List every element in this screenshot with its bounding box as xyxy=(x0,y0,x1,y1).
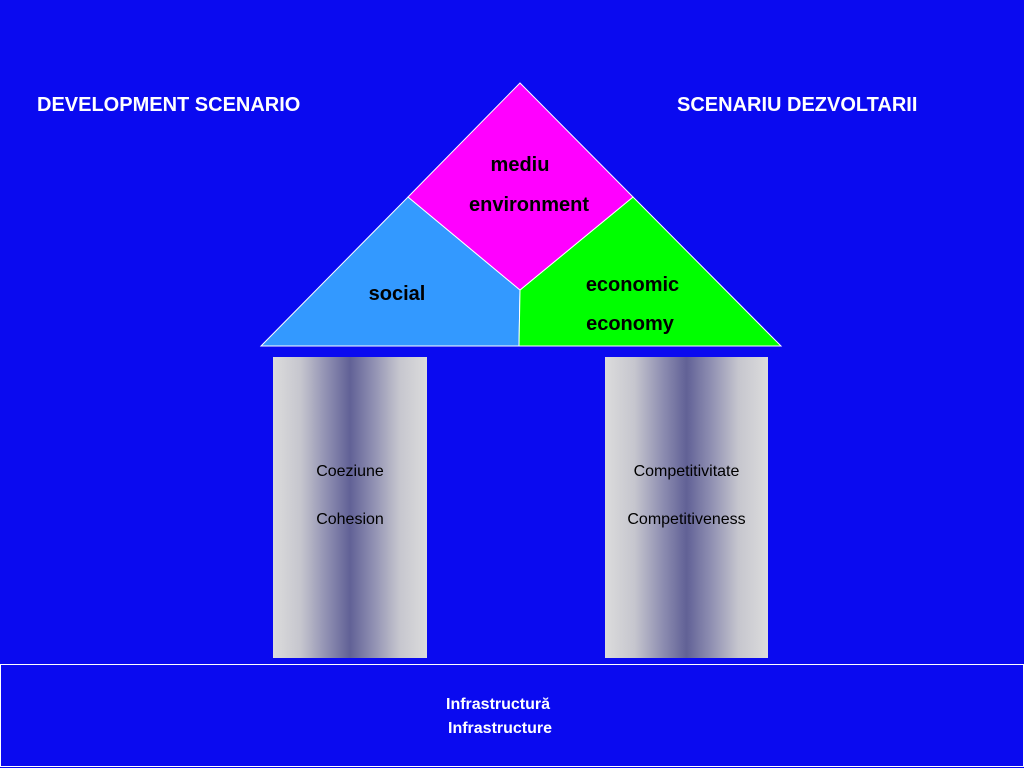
roof-left-label-social: social xyxy=(368,283,426,305)
roof-diagram xyxy=(259,82,783,347)
roof-top-label-mediu: mediu xyxy=(490,154,550,176)
pillar-right-label-en: Competitiveness xyxy=(627,511,746,528)
pillar-competitiveness: Competitivitate Competitiveness xyxy=(605,357,768,658)
roof-right-label-economic: economic xyxy=(585,274,680,296)
roof-top-label-environment: environment xyxy=(468,194,590,216)
pillar-cohesion: Coeziune Cohesion xyxy=(273,357,427,658)
pillar-left-label-ro: Coeziune xyxy=(316,463,384,480)
foundation-label-en: Infrastructure xyxy=(448,720,553,737)
roof-right-label-economy: economy xyxy=(586,313,674,335)
pillar-left-label-en: Cohesion xyxy=(316,511,384,528)
foundation-infrastructure: Infrastructură Infrastructure xyxy=(0,664,1024,767)
title-scenariu-dezvoltarii: SCENARIU DEZVOLTARII xyxy=(677,94,918,116)
pillar-right-label-ro: Competitivitate xyxy=(633,463,740,480)
roof-environment-shape xyxy=(407,82,634,291)
foundation-label-ro: Infrastructură xyxy=(446,696,551,713)
title-development-scenario: DEVELOPMENT SCENARIO xyxy=(37,94,301,116)
